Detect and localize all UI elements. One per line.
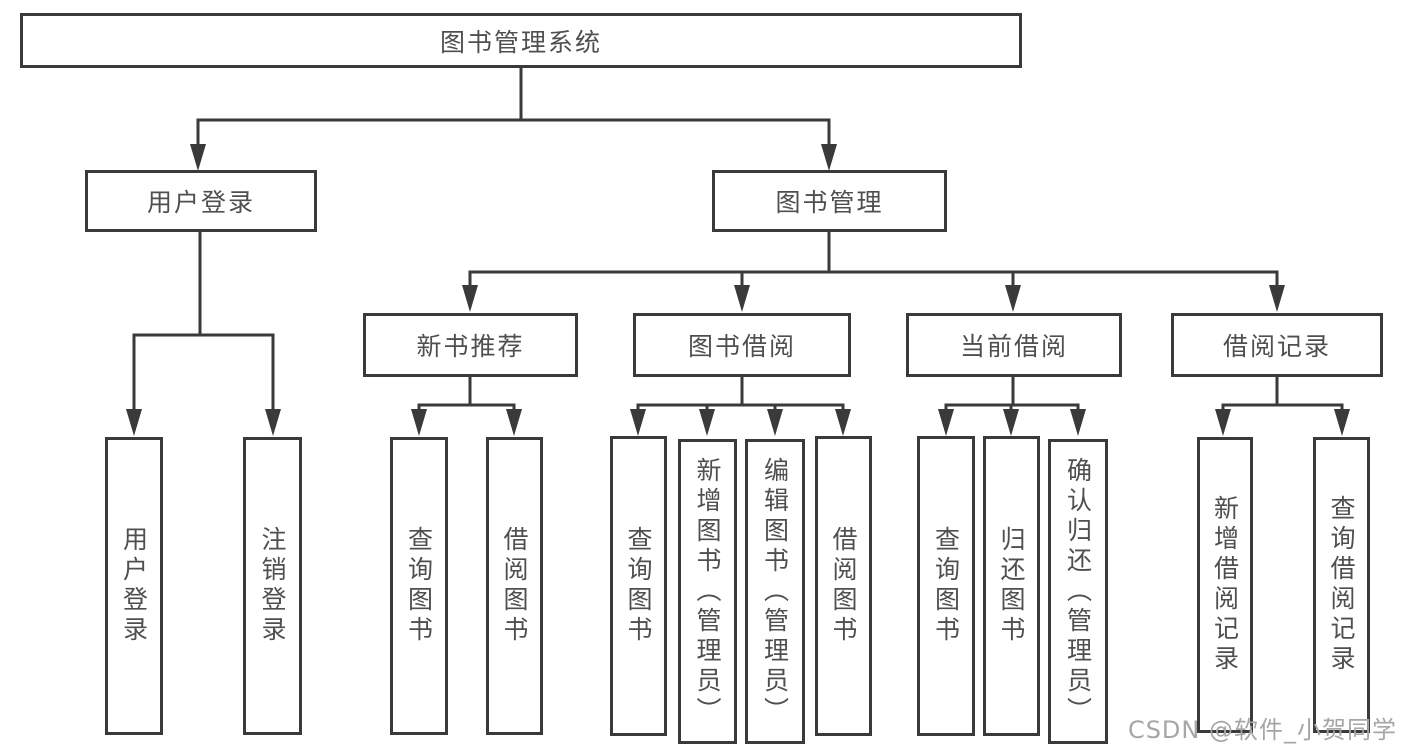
leaf-confirm-return-admin: 确认归还（管理员） — [1048, 439, 1108, 744]
node-current-borrowing: 当前借阅 — [906, 313, 1122, 377]
leaf-add-books-admin: 新增图书（管理员） — [678, 439, 737, 744]
leaf-logout: 注销登录 — [243, 437, 302, 735]
watermark: CSDN @软件_小贺同学 — [1127, 716, 1397, 744]
leaf-return-books: 归还图书 — [983, 436, 1040, 736]
leaf-user-login: 用户登录 — [105, 437, 163, 735]
node-book-management: 图书管理 — [712, 170, 947, 232]
leaf-query-books-recommend: 查询图书 — [390, 437, 448, 735]
leaf-add-borrow-record: 新增借阅记录 — [1197, 437, 1253, 733]
leaf-borrow-books-recommend: 借阅图书 — [486, 437, 543, 735]
node-book-borrowing: 图书借阅 — [633, 313, 851, 377]
node-library-management-system: 图书管理系统 — [20, 13, 1022, 68]
leaf-query-books-current: 查询图书 — [917, 436, 975, 736]
leaf-query-borrow-record: 查询借阅记录 — [1313, 437, 1370, 733]
leaf-edit-books-admin: 编辑图书（管理员） — [745, 439, 805, 744]
node-new-book-recommend: 新书推荐 — [363, 313, 578, 377]
leaf-borrow-books: 借阅图书 — [815, 436, 872, 736]
node-borrowing-records: 借阅记录 — [1171, 313, 1383, 377]
node-user-login: 用户登录 — [85, 170, 317, 232]
leaf-query-books-borrow: 查询图书 — [610, 436, 667, 736]
